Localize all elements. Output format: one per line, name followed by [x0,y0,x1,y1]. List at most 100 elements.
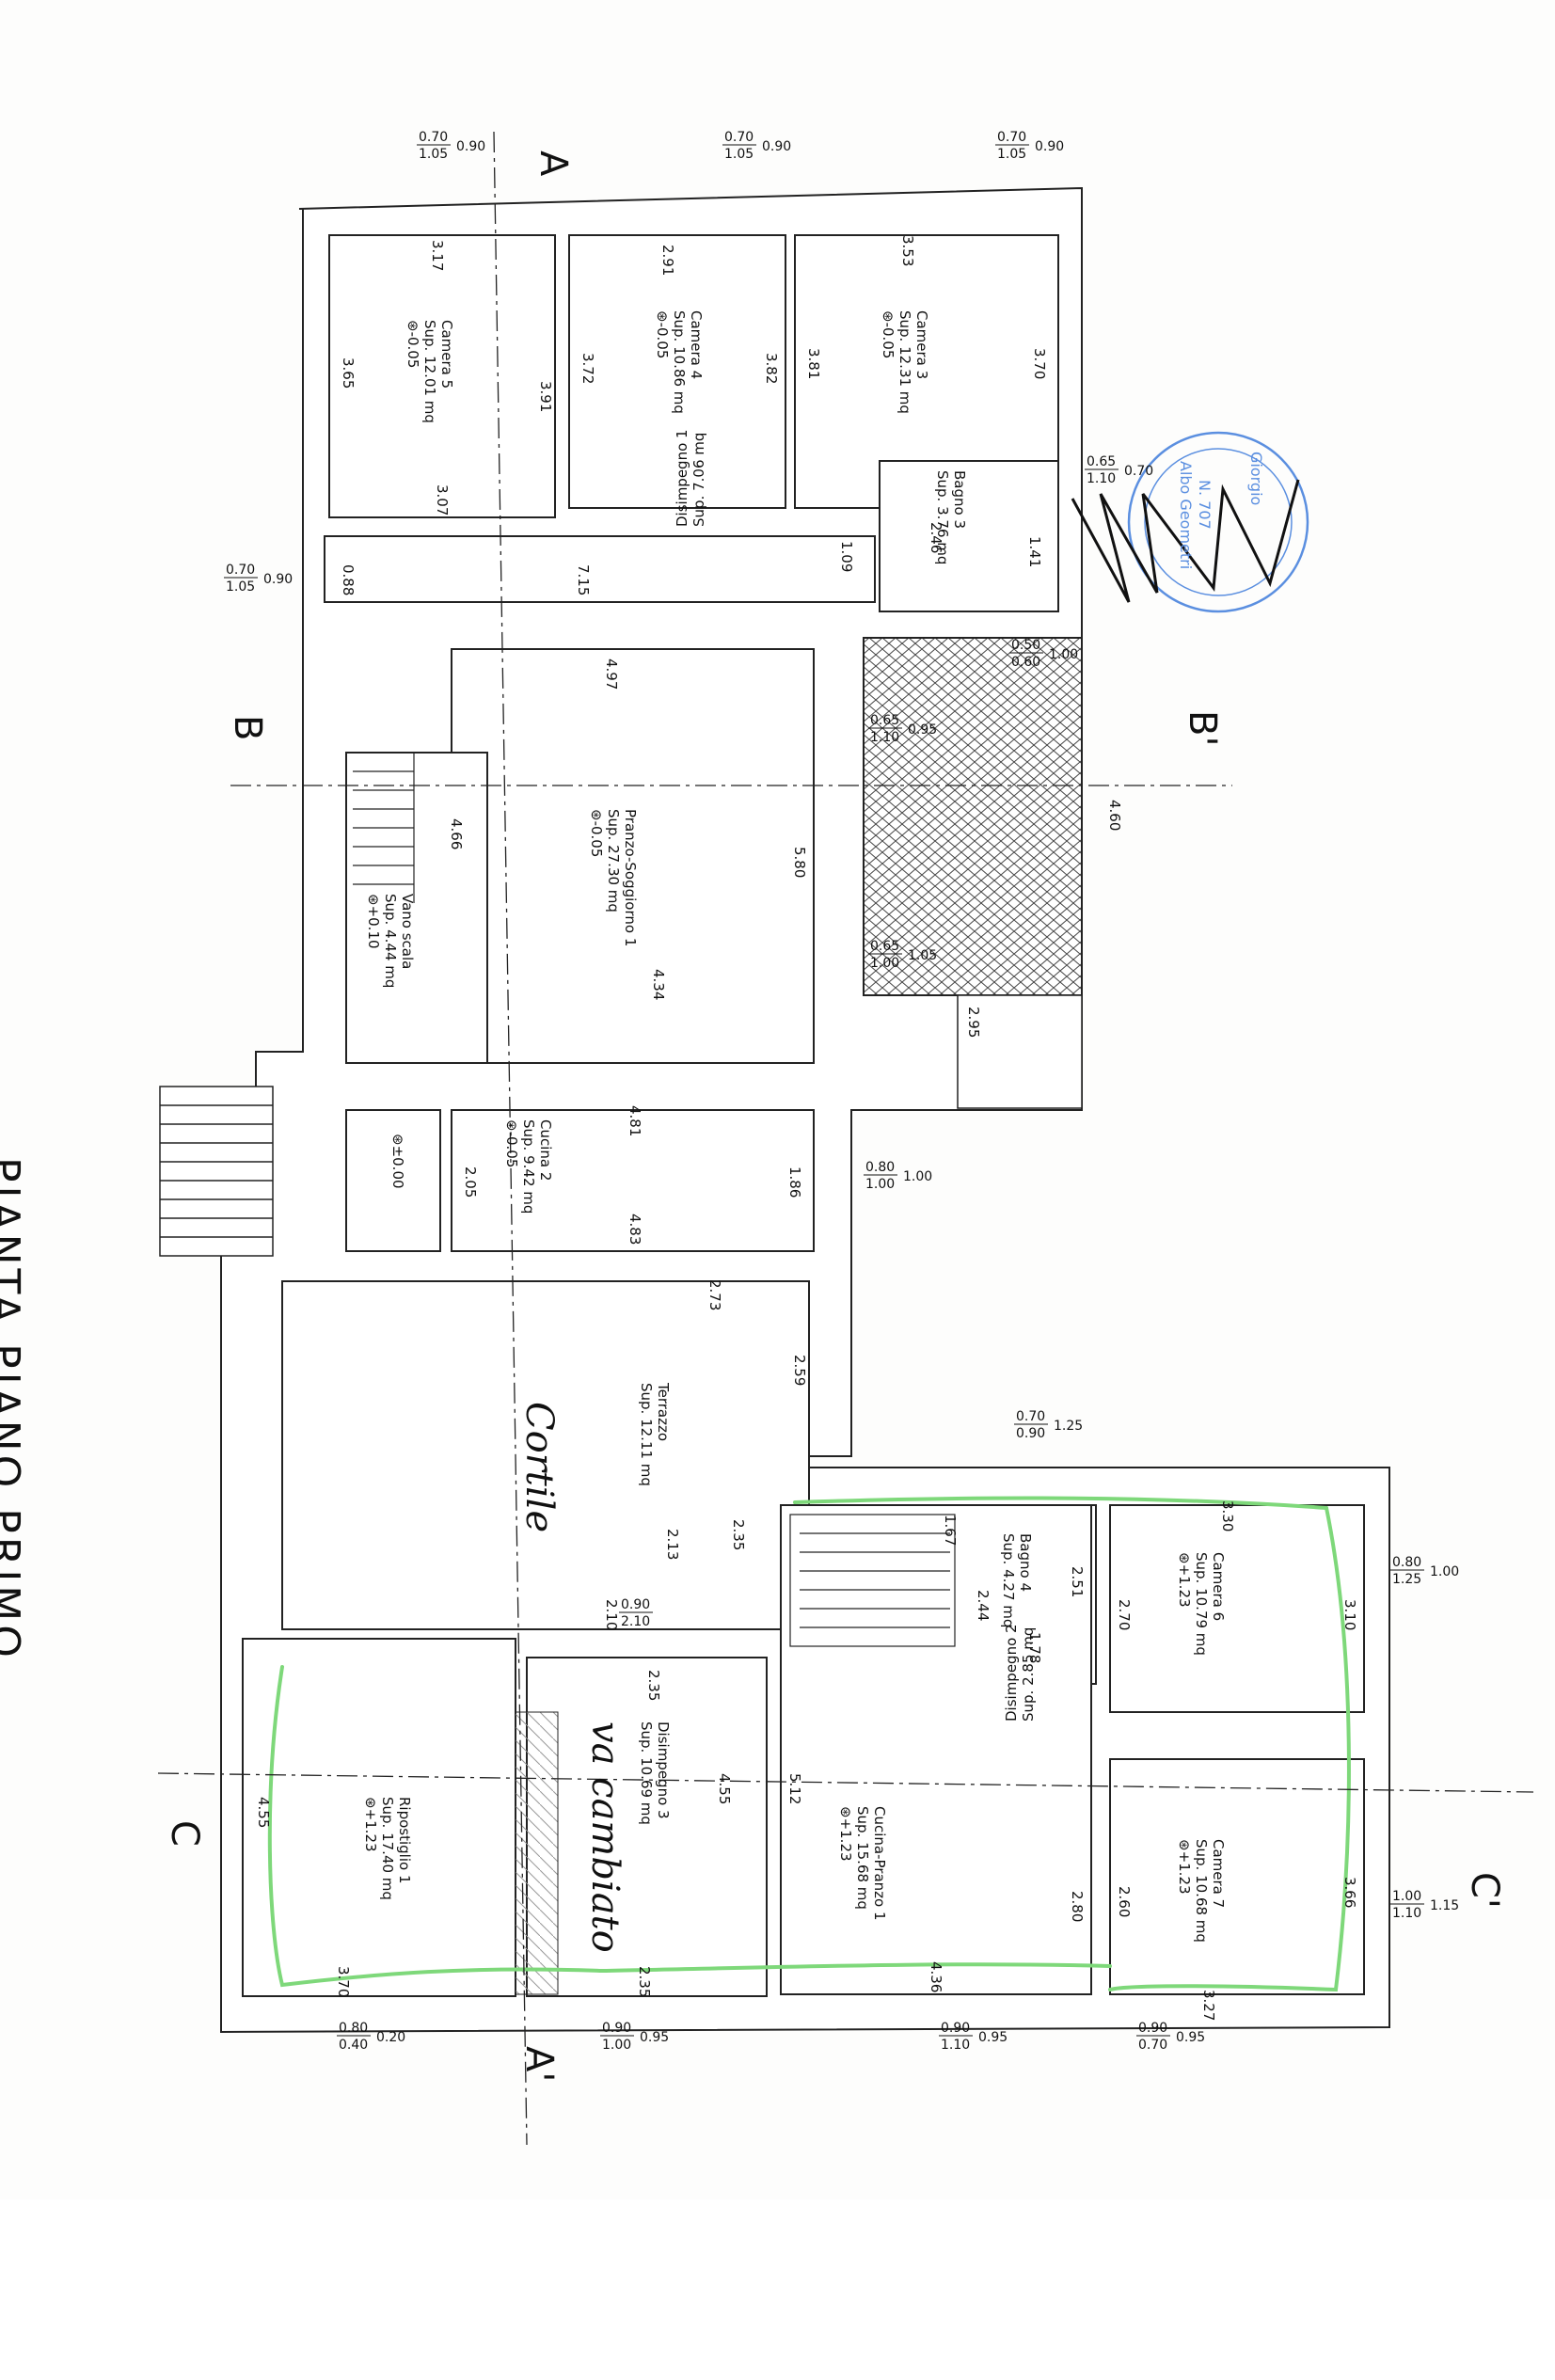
room-label-line: Camera 3 [913,310,930,379]
window-top-value: 1.00 [1392,1889,1421,1904]
room-label-disimpegno3: Disimpegno 3Sup. 10.69 mq [638,1722,672,1825]
page-title: PIANTA PIANO PRIMO [0,1157,28,1661]
dimension-label: 2.91 [659,245,676,276]
stamp-albo: Albo Geometri [1177,461,1195,569]
room-label-camera7: Camera 7Sup. 10.68 mq⊛+1.23 [1176,1839,1227,1943]
dimension-label: 4.55 [716,1773,733,1804]
window-bottom-value: 1.10 [1392,1906,1421,1921]
window-side-value: 1.00 [1049,647,1078,662]
room-camera5 [328,234,556,518]
room-label-landing: ⊛±0.00 [389,1134,406,1189]
external-stair [159,1086,274,1257]
window-top-value: 0.80 [1392,1555,1421,1570]
dimension-label: 3.70 [335,1966,352,1997]
room-label-line: Bagno 4 [1017,1533,1034,1592]
dimension-label: 2.73 [706,1279,723,1310]
window-side-value: 1.25 [1054,1419,1083,1434]
rooms-geometry [242,234,1365,1997]
room-label-line: Bagno 3 [951,470,968,529]
room-label-line: Camera 7 [1210,1839,1227,1908]
room-label-line: Sup. 10.69 mq [638,1722,655,1825]
room-vanoscala [345,752,488,1064]
dimension-label: 2.59 [791,1355,808,1386]
window-bottom-value: 0.60 [1011,655,1040,670]
window-side-value: 0.95 [908,722,937,738]
room-label-line: Sup. 12.31 mq [897,310,913,414]
section-line-c [157,1772,1534,1793]
room-label-line: Vano scala [399,894,416,969]
room-label-line: ⊛+1.23 [362,1797,379,1852]
dimension-label: 2.70 [1116,1599,1133,1630]
room-label-line: Sup. 10.79 mq [1193,1552,1210,1656]
window-side-value: 1.00 [903,1169,932,1184]
room-disimpegno1 [324,535,876,603]
room-camera4 [568,234,786,509]
dimension-label: 4.81 [627,1105,643,1136]
window-top-value: 0.70 [226,563,255,578]
dimension-label: 0.88 [340,564,357,595]
room-label-line: Camera 6 [1210,1552,1227,1621]
dimension-label: 2.95 [965,1007,982,1038]
section-mark-a-prime: A' [517,2046,561,2082]
stamp-number: N. 707 [1196,480,1214,530]
dimension-label: 5.80 [791,847,808,878]
dimension-label: 1.09 [838,541,855,572]
window-side-value: 0.90 [456,139,485,154]
room-label-line: ⊛+1.23 [1176,1839,1193,1895]
room-label-cucina2: Cucina 2Sup. 9.42 mq⊛-0.05 [503,1119,554,1214]
window-top-value: 0.70 [1016,1409,1045,1424]
room-label-line: Disimpegno 1 [674,429,690,527]
window-bottom-value: 1.10 [941,2038,970,2053]
room-label-terrazzo: TerrazzoSup. 12.11 mq [638,1382,672,1486]
dimension-label: 3.81 [805,348,822,379]
dimension-label: 4.55 [255,1797,272,1828]
room-label-line: Sup. 4.44 mq [382,894,399,988]
room-label-line: Terrazzo [655,1382,672,1441]
window-side-value: 0.95 [978,2030,1008,2045]
window-top-value: 0.80 [865,1160,895,1175]
window-top-value: 0.90 [1138,2021,1167,2036]
window-bottom-value: 1.10 [870,730,899,745]
window-bottom-value: 0.90 [1016,1426,1045,1441]
window-bottom-value: 0.40 [339,2038,368,2053]
window-top-value: 0.80 [339,2021,368,2036]
dimension-label: 3.66 [1341,1877,1358,1908]
room-label-line: Camera 5 [438,320,455,389]
dimension-label: 4.83 [627,1214,643,1245]
dimension-label: 3.30 [1219,1500,1236,1531]
room-label-bagno3: Bagno 3Sup. 3.76 mq [934,470,968,564]
room-label-line: ⊛-0.05 [588,809,605,857]
dimension-label: 3.72 [579,353,596,384]
dimension-label: 2.46 [928,522,944,553]
room-label-line: ⊛+1.23 [1176,1552,1193,1608]
room-label-line: Disimpegno 2 [1003,1624,1020,1722]
room-label-line: Sup. 10.68 mq [1193,1839,1210,1943]
dimension-label: 4.60 [1106,800,1123,831]
window-top-value: 0.90 [621,1597,650,1612]
window-top-value: 0.70 [419,130,448,145]
green-outline-ripostiglio [267,1665,604,1988]
balcony-tiles [863,637,1083,996]
dimension-label: 2.05 [462,1166,479,1198]
room-cucina2 [451,1109,815,1252]
dimension-label: 3.82 [763,353,780,384]
window-top-value: 0.65 [1087,454,1116,469]
section-mark-b-prime: B' [1181,710,1224,746]
dimension-label: 3.17 [429,240,446,271]
handwritten-note-cambiato: va cambiato [583,1722,627,1953]
room-label-line: Sup. 7.06 mq [690,433,707,527]
internal-stair [353,753,415,903]
dimension-label: 4.34 [650,969,667,1000]
window-side-value: 0.95 [640,2030,669,2045]
window-side-value: 1.05 [908,948,937,963]
room-label-line: ⊛±0.00 [389,1134,406,1189]
dimension-label: 3.10 [1341,1599,1358,1630]
room-label-line: ⊛-0.05 [654,310,671,358]
page: A A' B B' C C' Cortile va cambiato N. 70… [0,130,1534,2146]
room-label-camera4: Camera 4Sup. 10.86 mq⊛-0.05 [654,310,705,414]
